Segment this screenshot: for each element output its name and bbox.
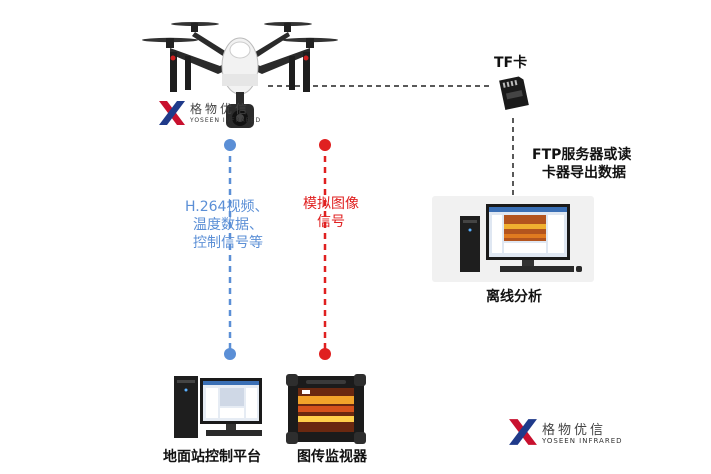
red-link-start-dot: [319, 139, 331, 151]
logo-mark-icon: [509, 419, 537, 445]
blue-link-line-2: 温度数据、: [193, 217, 263, 233]
offline-computer-panel: [432, 196, 594, 282]
red-link-label: 模拟图像 信号: [303, 195, 393, 231]
tf-card-label: TF卡: [494, 55, 528, 71]
rugged-tablet-icon: [286, 374, 366, 444]
red-link-end-dot: [319, 348, 331, 360]
red-link-line-2: 信号: [317, 214, 345, 230]
desktop-computer-icon: [460, 204, 582, 272]
drone-icon: [142, 22, 338, 128]
blue-link-line-3: 控制信号等: [193, 235, 263, 251]
logo-mark-icon: [159, 101, 185, 125]
logo-bottom-right: 格物优信 YOSEEN INFRARED: [508, 418, 628, 448]
ftp-line-1: FTP服务器或读: [532, 147, 632, 163]
blue-link-line-1: H.264视频、: [185, 199, 269, 215]
desktop-computer-icon: [174, 376, 262, 438]
logo-drone: 格物优信 YOSEEN INFRARED: [158, 100, 268, 126]
logo-name-cn: 格物优信: [190, 102, 251, 116]
red-link-line-1: 模拟图像: [303, 196, 359, 212]
logo-name-en: YOSEEN INFRARED: [190, 117, 262, 124]
logo-name-cn: 格物优信: [542, 423, 607, 438]
monitor-label: 图传监视器: [297, 449, 367, 465]
blue-link-label: H.264视频、 温度数据、 控制信号等: [183, 198, 293, 252]
sd-card-icon: [499, 76, 529, 110]
ground-station-label: 地面站控制平台: [163, 449, 261, 465]
blue-link-end-dot: [224, 348, 236, 360]
ftp-line-2: 卡器导出数据: [542, 165, 626, 181]
offline-analysis-label: 离线分析: [486, 289, 542, 305]
logo-name-en: YOSEEN INFRARED: [542, 437, 623, 445]
ftp-label: FTP服务器或读 卡器导出数据: [532, 146, 631, 182]
blue-link-start-dot: [224, 139, 236, 151]
